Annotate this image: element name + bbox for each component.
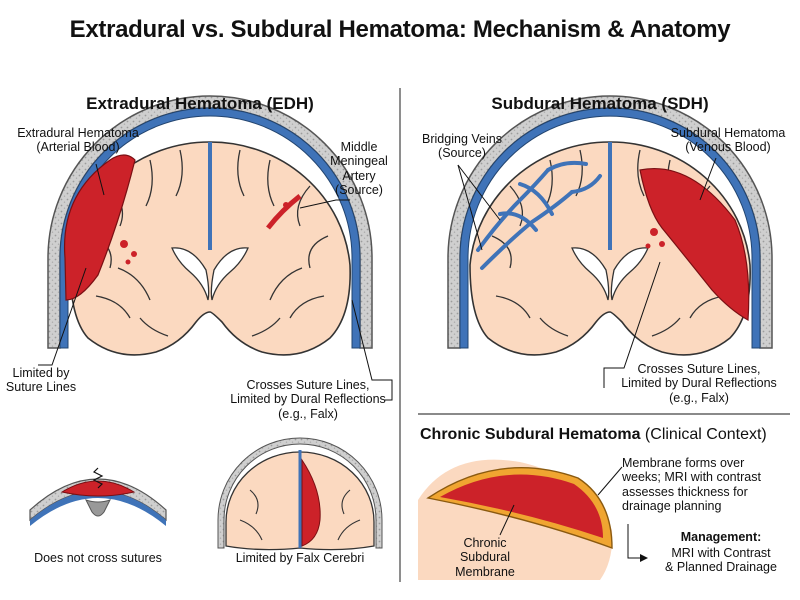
edh-ventricle-right — [210, 247, 249, 301]
edh-crosses-label: Crosses Suture Lines, Limited by Dural R… — [230, 378, 386, 421]
edh-leader-lines — [38, 163, 393, 401]
edh-brain-illustration — [38, 95, 393, 401]
sdh-ventricle-right — [610, 247, 649, 301]
chronic-leader-lines — [499, 466, 640, 559]
chronic-heading: Chronic Subdural Hematoma (Clinical Cont… — [420, 426, 796, 444]
chronic-membrane-label: Chronic Subdural Membrane — [455, 536, 515, 579]
inset-falx-sulci — [239, 489, 361, 541]
chronic-heading-bold: Chronic Subdural Hematoma — [420, 426, 641, 443]
inset-hematoma — [60, 480, 136, 497]
edh-ventricle-left — [171, 247, 210, 301]
inset-falx-skull — [217, 437, 383, 549]
edh-hematoma — [63, 154, 136, 301]
inset-sutures-illustration — [29, 467, 167, 526]
inset-falx-illustration — [217, 437, 383, 551]
sdh-leader-lines — [457, 157, 717, 388]
chronic-heading-rest: (Clinical Context) — [640, 426, 767, 443]
sdh-dura — [459, 107, 761, 349]
page-title: Extradural vs. Subdural Hematoma: Mechan… — [69, 16, 731, 43]
sdh-crosses-label: Crosses Suture Lines, Limited by Dural R… — [621, 362, 777, 405]
middle-meningeal-artery-label: Middle Meningeal Artery (Source) — [330, 140, 388, 198]
management-text: MRI with Contrast & Planned Drainage — [665, 546, 777, 575]
management-arrowhead — [640, 554, 648, 562]
inset-dura — [30, 491, 166, 526]
inset-falx-caption: Limited by Falx Cerebri — [235, 551, 365, 565]
inset-falx-hematoma — [301, 458, 321, 547]
sdh-ventricle-left — [571, 247, 610, 301]
edh-limited-label: Limited by Suture Lines — [5, 366, 77, 395]
chronic-hematoma — [440, 474, 603, 538]
edh-blood-drops — [120, 202, 289, 265]
sdh-heading: Subdural Hematoma (SDH) — [491, 94, 709, 113]
sdh-hematoma — [639, 168, 750, 321]
inset-sinus — [85, 499, 111, 517]
edh-hematoma-label: Extradural Hematoma (Arterial Blood) — [17, 126, 139, 155]
bridging-veins-label: Bridging Veins (Source) — [422, 132, 502, 161]
sdh-blood-drops — [645, 228, 665, 249]
chronic-sdh-illustration — [418, 459, 648, 580]
edh-heading: Extradural Hematoma (EDH) — [86, 94, 314, 113]
edh-dura — [59, 107, 361, 349]
sdh-hematoma-label: Subdural Hematoma (Venous Blood) — [670, 126, 786, 155]
inset-sutures-caption: Does not cross sutures — [34, 551, 162, 565]
middle-meningeal-artery — [266, 194, 302, 230]
inset-suture — [92, 467, 104, 489]
sdh-brain-illustration — [447, 95, 773, 388]
management-title: Management: — [680, 530, 762, 544]
bridging-veins — [476, 160, 602, 270]
membrane-forms-label: Membrane forms over weeks; MRI with cont… — [622, 456, 761, 514]
